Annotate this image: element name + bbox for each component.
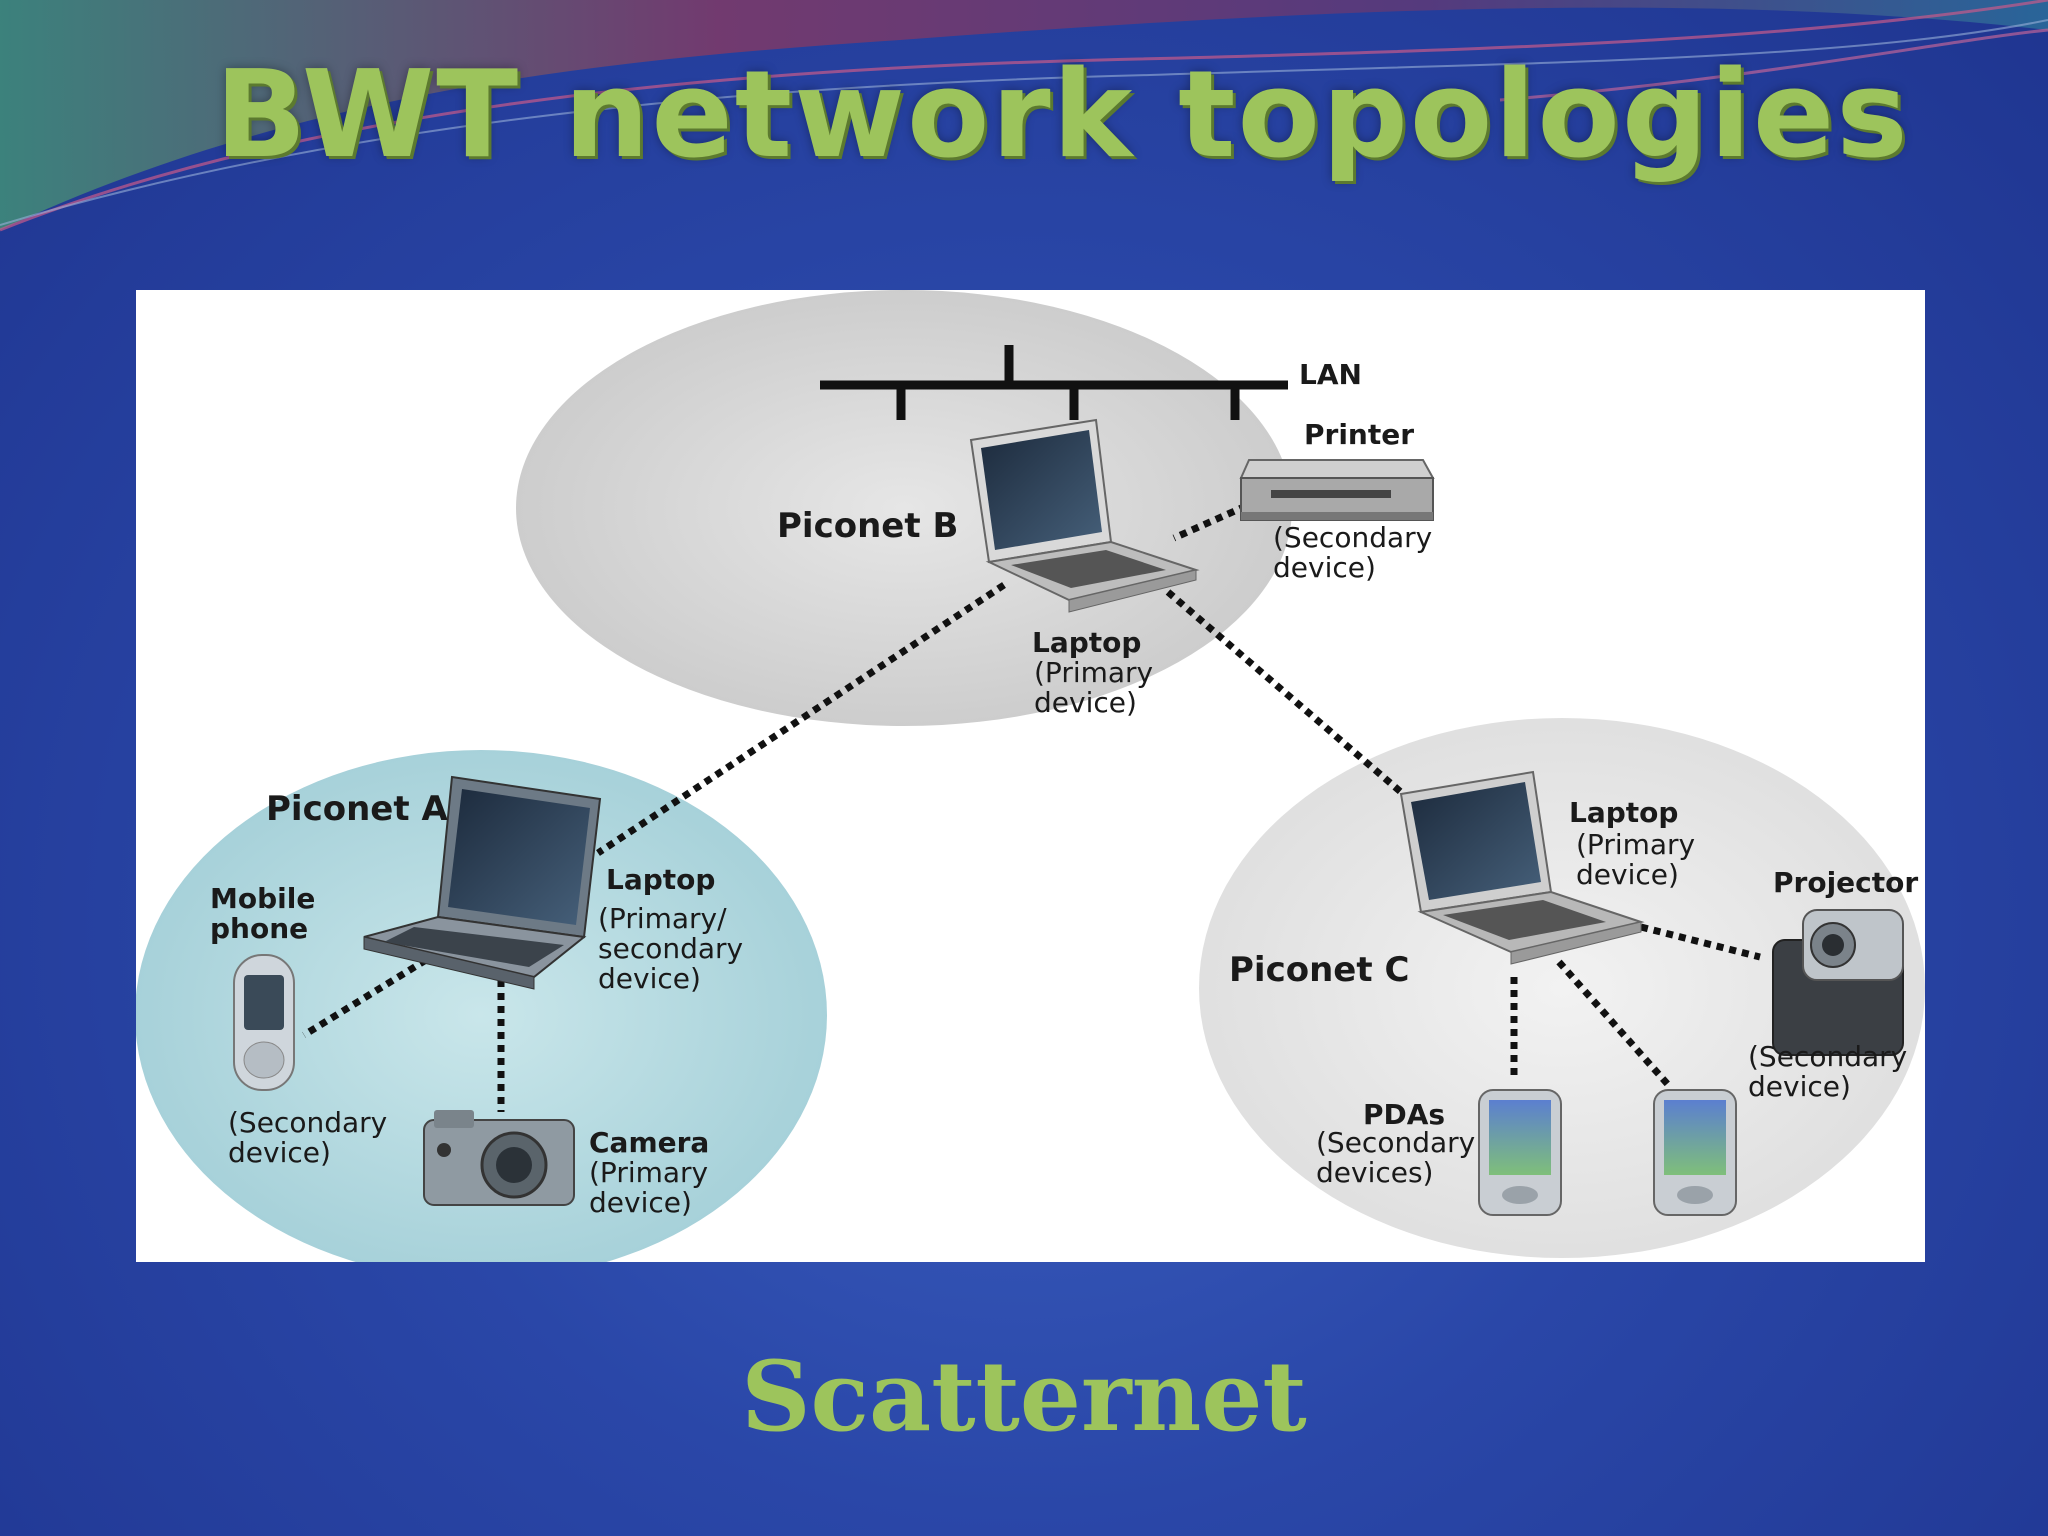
printer-label: Printer: [1304, 418, 1415, 451]
diagram-graphics: [136, 290, 1925, 1262]
laptop-icon: [363, 775, 602, 990]
mobile-phone-role-line2: device): [228, 1136, 331, 1169]
slide-title: BWT network topologies: [215, 46, 1910, 185]
printer-role-line2: device): [1273, 551, 1376, 584]
laptop-b-label: Laptop: [1032, 626, 1142, 659]
wireless-links: [302, 502, 1761, 1112]
piconet-b-area: [516, 290, 1292, 726]
projector-label: Projector: [1773, 866, 1919, 899]
laptop-b-role-line2: device): [1034, 686, 1137, 719]
projector-role-line1: (Secondary: [1748, 1040, 1908, 1073]
mobile-phone-label-line2: phone: [210, 912, 309, 945]
lan-label: LAN: [1299, 358, 1362, 391]
pdas-role-line1: (Secondary: [1316, 1126, 1476, 1159]
camera-icon: [423, 1110, 575, 1206]
laptop-c-role-line1: (Primary: [1576, 828, 1696, 861]
pda-icon: [1653, 1089, 1737, 1216]
projector-icon: [1772, 909, 1904, 1056]
piconet-c-area: [1199, 718, 1925, 1258]
laptop-a-role-line2: secondary: [598, 932, 744, 965]
laptop-b-role-line1: (Primary: [1034, 656, 1154, 689]
header-swoosh: [0, 0, 2048, 232]
piconet-a-area: [136, 750, 827, 1262]
laptop-icon: [1399, 770, 1645, 965]
laptop-a-label: Laptop: [606, 863, 716, 896]
laptop-a-role-line3: device): [598, 962, 701, 995]
laptop-c-label: Laptop: [1569, 796, 1679, 829]
laptop-c-role-line2: device): [1576, 858, 1679, 891]
printer-icon: [1239, 459, 1435, 521]
slide-caption: Scatternet: [741, 1340, 1307, 1453]
mobile-phone-role-line1: (Secondary: [228, 1106, 388, 1139]
projector-role-line2: device): [1748, 1070, 1851, 1103]
pda-icon: [1478, 1089, 1562, 1216]
mobile-phone-icon: [233, 954, 295, 1091]
piconet-a-label: Piconet A: [266, 789, 448, 829]
laptop-a-role-line1: (Primary/: [598, 902, 727, 935]
lan-bus: [820, 345, 1288, 420]
piconet-b-label: Piconet B: [777, 506, 959, 546]
pdas-label: PDAs: [1363, 1098, 1446, 1131]
camera-label: Camera: [589, 1126, 710, 1159]
camera-role-line1: (Primary: [589, 1156, 709, 1189]
pdas-role-line2: devices): [1316, 1156, 1434, 1189]
piconet-c-label: Piconet C: [1229, 950, 1410, 990]
laptop-icon: [969, 418, 1200, 613]
camera-role-line2: device): [589, 1186, 692, 1219]
printer-role-line1: (Secondary: [1273, 521, 1433, 554]
scatternet-diagram: LAN Piconet B Printer (Secondary device)…: [136, 290, 1925, 1262]
mobile-phone-label-line1: Mobile: [210, 882, 316, 915]
